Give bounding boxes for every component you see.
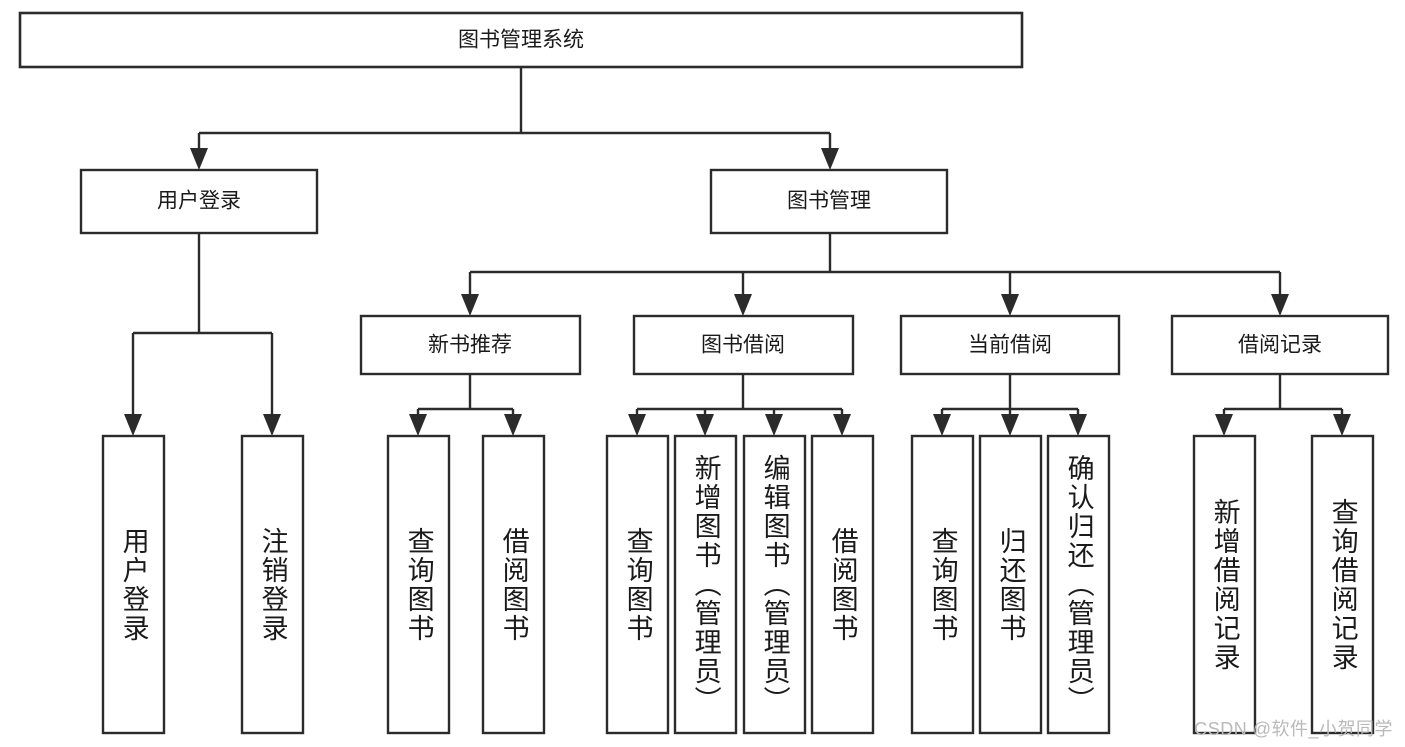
leaf-box-user-login[interactable] [101, 434, 166, 735]
arrow-down-icon [628, 414, 646, 436]
leaf-box-query-book-2[interactable] [605, 434, 670, 735]
leaf-box-query-book-1[interactable] [386, 434, 451, 735]
arrow-down-icon [696, 414, 714, 436]
node-label: 图书借阅 [701, 334, 785, 357]
arrow-down-icon [833, 414, 851, 436]
connector-bookborrow-to-leaves [628, 374, 851, 436]
leaf-box-return-book[interactable] [978, 434, 1043, 735]
node-box[interactable] [632, 314, 855, 376]
node-label: 图书管理系统 [458, 29, 584, 52]
node-box[interactable] [359, 314, 582, 376]
leaf-box-add-record[interactable] [1192, 434, 1257, 735]
connector-borrowrecord-to-leaves [1215, 374, 1351, 436]
node-root[interactable]: 图书管理系统 [18, 11, 1024, 69]
leaf-box-confirm-return[interactable] [1046, 434, 1111, 735]
arrow-down-icon [1271, 294, 1289, 316]
node-label: 当前借阅 [968, 334, 1052, 357]
arrow-down-icon [1001, 414, 1019, 436]
node-box[interactable] [79, 168, 319, 235]
connector-root-to-level2 [190, 67, 839, 170]
node-book-borrow[interactable]: 图书借阅 [632, 314, 855, 376]
node-label: 用户登录 [157, 190, 241, 213]
watermark-text: CSDN @软件_小贺同学 [1194, 719, 1393, 739]
arrow-down-icon [1001, 294, 1019, 316]
connector-userlogin-to-leaves [124, 233, 281, 436]
leaf-box-borrow-book-2[interactable] [810, 434, 875, 735]
node-new-book-recommend[interactable]: 新书推荐 [359, 314, 582, 376]
arrow-down-icon [1069, 414, 1087, 436]
node-box[interactable] [18, 11, 1024, 69]
arrow-down-icon [933, 414, 951, 436]
leaf-box-borrow-book-1[interactable] [481, 434, 546, 735]
node-box[interactable] [1170, 314, 1390, 376]
connector-bookmgmt-to-level3 [461, 233, 1289, 316]
leaf-box-edit-book[interactable] [742, 434, 807, 735]
node-label: 新书推荐 [428, 334, 512, 357]
arrow-down-icon [1333, 414, 1351, 436]
arrow-down-icon [124, 414, 142, 436]
node-borrow-record[interactable]: 借阅记录 [1170, 314, 1390, 376]
arrow-down-icon [461, 294, 479, 316]
arrow-down-icon [409, 414, 427, 436]
node-book-management[interactable]: 图书管理 [709, 168, 949, 235]
node-label: 借阅记录 [1238, 334, 1322, 357]
leaf-box-query-record[interactable] [1310, 434, 1375, 735]
node-user-login[interactable]: 用户登录 [79, 168, 319, 235]
arrow-down-icon [1215, 414, 1233, 436]
leaf-box-user-logout[interactable] [240, 434, 305, 735]
connector-currentborrow-to-leaves [933, 374, 1087, 436]
node-label: 图书管理 [787, 190, 871, 213]
node-box[interactable] [709, 168, 949, 235]
leaf-box-add-book[interactable] [673, 434, 738, 735]
arrow-down-icon [190, 148, 208, 170]
arrow-down-icon [263, 414, 281, 436]
arrow-down-icon [765, 414, 783, 436]
arrow-down-icon [504, 414, 522, 436]
connector-newbook-to-leaves [409, 374, 522, 436]
node-current-borrow[interactable]: 当前借阅 [899, 314, 1121, 376]
node-box[interactable] [899, 314, 1121, 376]
leaf-box-query-book-3[interactable] [910, 434, 975, 735]
arrow-down-icon [734, 294, 752, 316]
arrow-down-icon [821, 148, 839, 170]
